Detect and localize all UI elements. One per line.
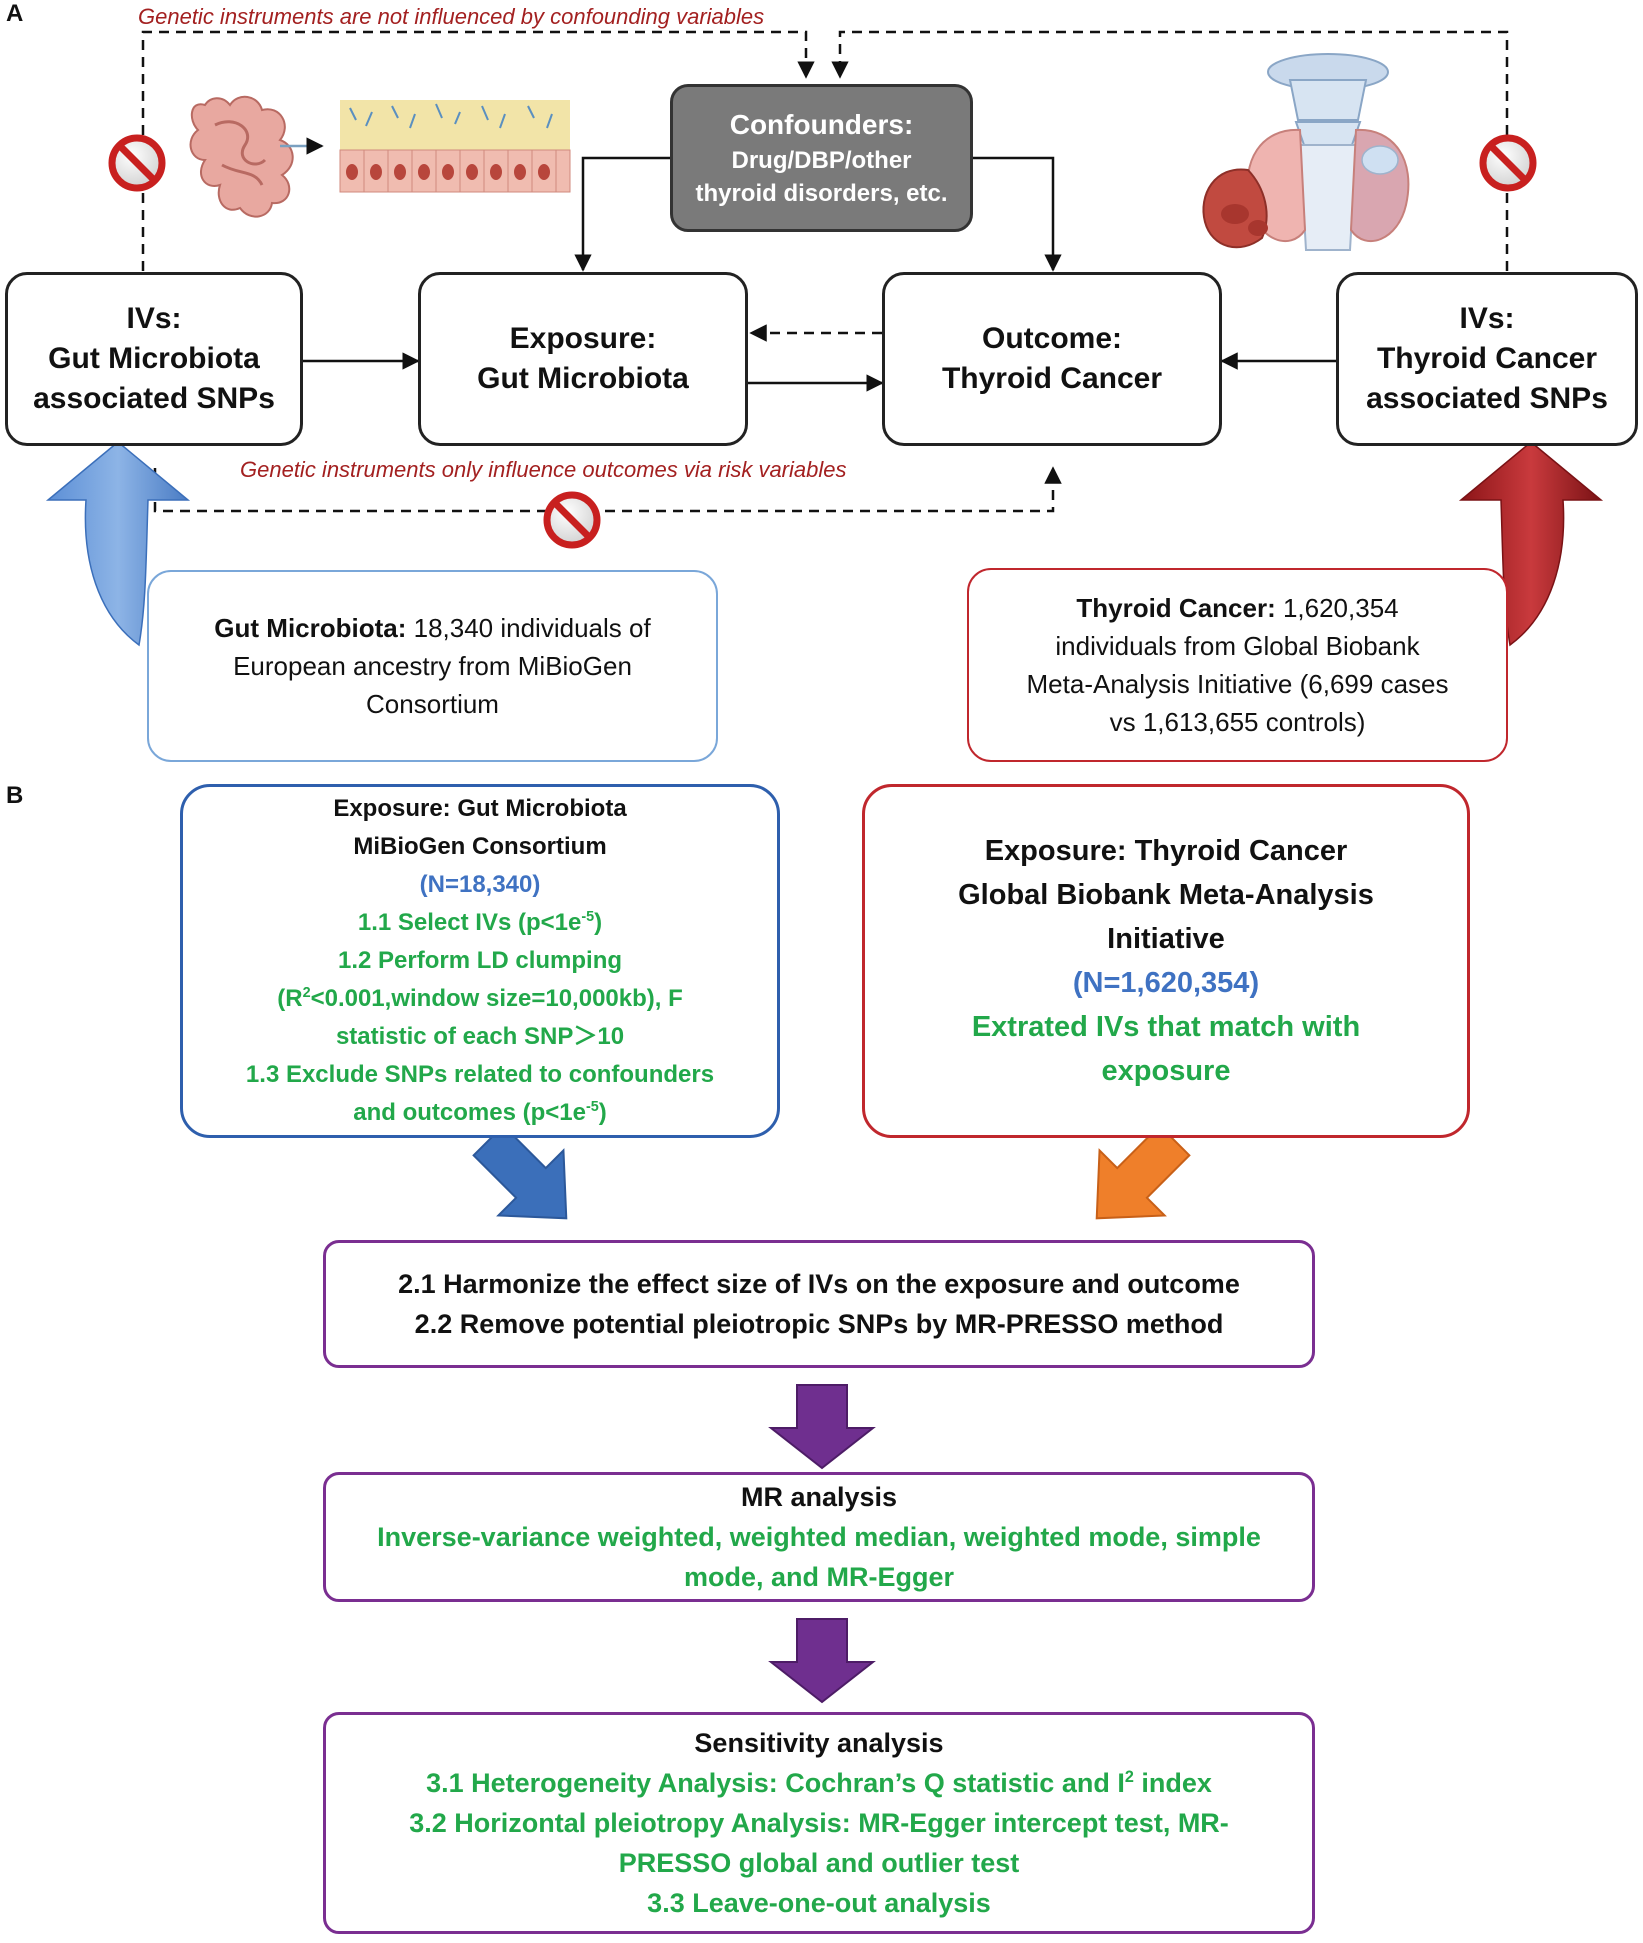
outcome-step-box: Exposure: Thyroid Cancer Global Biobank … — [862, 784, 1470, 1138]
exposure-step-item: and outcomes (p<1e-5) — [353, 1099, 607, 1126]
harmonize-line: 2.1 Harmonize the effect size of IVs on … — [398, 1269, 1240, 1299]
connector-arrows — [303, 156, 1336, 392]
ivs-gut-line: IVs: — [126, 302, 182, 335]
confounders-box: Confounders: Drug/DBP/other thyroid diso… — [670, 84, 973, 232]
exposure-box: Exposure: Gut Microbiota — [418, 272, 748, 446]
outcome-step-n: (N=1,620,354) — [1072, 967, 1260, 999]
harmonize-box: 2.1 Harmonize the effect size of IVs on … — [323, 1240, 1315, 1368]
sensitivity-box: Sensitivity analysis 3.1 Heterogeneity A… — [323, 1712, 1315, 1934]
exposure-step-n: (N=18,340) — [419, 871, 541, 898]
outcome-line: Outcome: — [981, 322, 1122, 355]
outcome-step-item: Extrated IVs that match with — [971, 1011, 1361, 1043]
exposure-step-box: Exposure: Gut Microbiota MiBioGen Consor… — [180, 784, 780, 1138]
no-entry-icon — [543, 491, 601, 549]
no-entry-icon — [1479, 134, 1537, 192]
ivs-thyroid-box: IVs: Thyroid Cancer associated SNPs — [1336, 272, 1638, 446]
outcome-box: Outcome: Thyroid Cancer — [882, 272, 1222, 446]
panel-label-a: A — [6, 0, 24, 27]
orange-down-arrow — [1095, 1124, 1191, 1220]
confounders-line: Drug/DBP/other — [731, 147, 912, 174]
purple-down-arrow — [768, 1618, 876, 1704]
ivs-gut-line: Gut Microbiota — [48, 342, 260, 375]
thyroid-illustration — [1202, 53, 1410, 251]
exposure-step-item: statistic of each SNP＞10 — [335, 1023, 625, 1050]
thyroid-source-box: Thyroid Cancer: 1,620,354 individuals fr… — [967, 568, 1508, 762]
sensitivity-item: 3.1 Heterogeneity Analysis: Cochran’s Q … — [426, 1768, 1212, 1798]
sensitivity-item: 3.3 Leave-one-out analysis — [647, 1888, 991, 1918]
purple-down-arrow — [768, 1384, 876, 1470]
exposure-line: Exposure: — [509, 322, 657, 355]
harmonize-line: 2.2 Remove potential pleiotropic SNPs by… — [414, 1309, 1224, 1339]
ivs-gut-box: IVs: Gut Microbiota associated SNPs — [5, 272, 303, 446]
exposure-step-item: 1.3 Exclude SNPs related to confounders — [245, 1061, 715, 1088]
ivs-thyroid-line: associated SNPs — [1366, 382, 1608, 415]
outcome-step-title: Initiative — [1107, 923, 1225, 955]
ivs-thyroid-line: IVs: — [1459, 302, 1515, 335]
intestine-illustration — [189, 95, 571, 218]
sensitivity-title: Sensitivity analysis — [694, 1728, 944, 1758]
mr-analysis-item: mode, and MR-Egger — [683, 1562, 954, 1592]
exposure-step-title: MiBioGen Consortium — [353, 833, 607, 860]
exposure-step-item: 1.1 Select IVs (p<1e-5) — [357, 909, 603, 936]
ivs-gut-line: associated SNPs — [33, 382, 275, 415]
note-top: Genetic instruments are not influenced b… — [138, 4, 765, 29]
mr-analysis-item: Inverse-variance weighted, weighted medi… — [377, 1522, 1261, 1552]
thyroid-source-line-3: Meta-Analysis Initiative (6,699 cases — [1026, 669, 1449, 699]
exposure-step-title: Exposure: Gut Microbiota — [333, 795, 627, 822]
thyroid-source-line-1: Thyroid Cancer: 1,620,354 — [1076, 593, 1399, 623]
exposure-line: Gut Microbiota — [477, 362, 689, 395]
ivs-thyroid-line: Thyroid Cancer — [1376, 342, 1598, 375]
no-entry-icon — [108, 134, 166, 192]
mr-analysis-title: MR analysis — [740, 1482, 898, 1512]
gut-source-box: Gut Microbiota: 18,340 individuals of Eu… — [147, 570, 718, 762]
gut-source-line-1: Gut Microbiota: 18,340 individuals of — [214, 613, 651, 643]
exposure-step-item: 1.2 Perform LD clumping — [337, 947, 623, 974]
gut-source-line-2: European ancestry from MiBioGen — [233, 651, 632, 681]
confounders-title: Confounders: — [729, 109, 914, 140]
note-bottom: Genetic instruments only influence outco… — [240, 457, 847, 482]
outcome-step-item: exposure — [1101, 1055, 1231, 1087]
sensitivity-item: PRESSO global and outlier test — [618, 1848, 1020, 1878]
mr-analysis-box: MR analysis Inverse-variance weighted, w… — [323, 1472, 1315, 1602]
outcome-step-title: Global Biobank Meta-Analysis — [958, 879, 1374, 911]
gut-source-line-3: Consortium — [366, 689, 499, 719]
thyroid-source-line-2: individuals from Global Biobank — [1055, 631, 1420, 661]
exposure-step-item: (R2<0.001,window size=10,000kb), F — [277, 985, 683, 1012]
outcome-line: Thyroid Cancer — [941, 362, 1163, 395]
thyroid-source-line-4: vs 1,613,655 controls) — [1109, 707, 1366, 737]
outcome-step-title: Exposure: Thyroid Cancer — [984, 835, 1348, 867]
panel-label-b: B — [6, 782, 24, 809]
sensitivity-item: 3.2 Horizontal pleiotropy Analysis: MR-E… — [409, 1808, 1229, 1838]
confounders-line: thyroid disorders, etc. — [695, 180, 948, 207]
